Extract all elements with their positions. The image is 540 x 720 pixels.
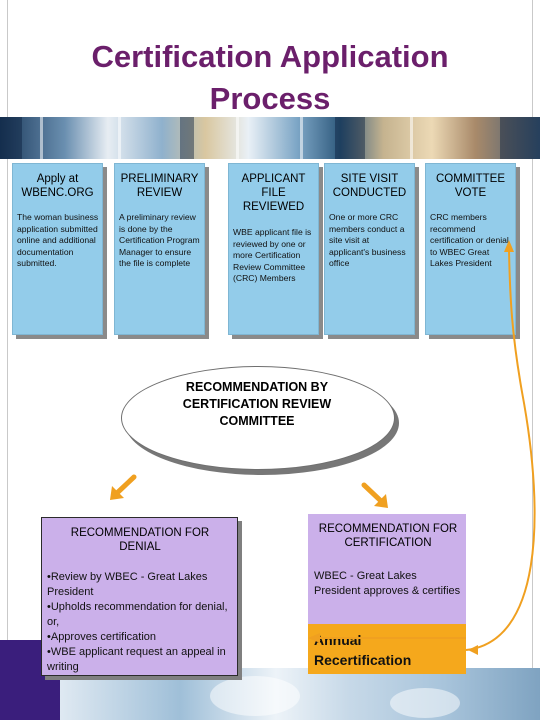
denial-list: •Review by WBEC - Great Lakes President … [47,570,232,675]
step-heading: Apply at WBENC.ORG [21,173,94,199]
recommendation-text: RECOMMENDATION BY CERTIFICATION REVIEW C… [182,380,332,428]
denial-bullet: •Review by WBEC - Great Lakes President [47,571,208,598]
annual-recertification-box [308,624,466,674]
page-title: Certification Application Process [91,39,449,116]
annual-recertification-label: Annual Recertification [314,632,412,668]
step-applicant-file-reviewed: APPLICANT FILE REVIEWED WBE applicant fi… [228,163,319,335]
step-text: One or more CRC members conduct a site v… [329,212,406,269]
step-text: CRC members recommend certification or d… [430,212,509,269]
step-heading: COMMITTEE VOTE [436,173,505,199]
step-heading: SITE VISIT CONDUCTED [332,173,407,199]
denial-bullet: •Upholds recommendation for denial, or, [47,601,228,628]
step-heading: APPLICANT FILE REVIEWED [241,173,306,213]
certification-text: WBEC - Great Lakes President approves & … [314,570,461,597]
step-text: The woman business application submitted… [17,212,99,269]
recommendation-ellipse [121,366,395,470]
arrow-to-denial-icon [110,474,137,500]
frame-line-right [532,0,533,720]
footer-image-band [60,668,540,720]
step-apply: Apply at WBENC.ORG The woman business ap… [12,163,103,335]
denial-bullet: •WBE applicant request an appeal in writ… [47,646,226,673]
header-image-band [0,117,540,159]
step-heading: PRELIMINARY REVIEW [120,173,199,199]
certification-heading: RECOMMENDATION FOR CERTIFICATION [318,523,458,549]
arrow-to-certification-icon [361,482,388,508]
step-text: A preliminary review is done by the Cert… [119,212,200,269]
frame-line-left [7,0,8,720]
denial-bullet: •Approves certification [47,631,157,643]
step-preliminary-review: PRELIMINARY REVIEW A preliminary review … [114,163,205,335]
denial-box [41,517,238,676]
step-text: WBE applicant file is reviewed by one or… [233,227,312,284]
step-site-visit: SITE VISIT CONDUCTED One or more CRC mem… [324,163,415,335]
certification-box [308,514,466,624]
step-committee-vote: COMMITTEE VOTE CRC members recommend cer… [425,163,516,335]
denial-heading: RECOMMENDATION FOR DENIAL [70,527,210,553]
